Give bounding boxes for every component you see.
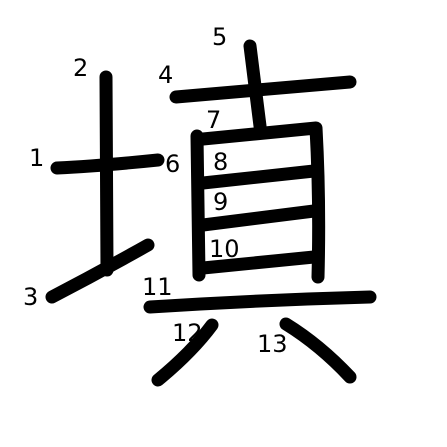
stroke-number-4: 4: [158, 61, 173, 89]
stroke-number-13: 13: [257, 330, 288, 358]
stroke-number-1: 1: [29, 144, 44, 172]
stroke-6: [190, 129, 206, 282]
stroke-number-12: 12: [172, 319, 203, 347]
stroke-13: [279, 317, 357, 384]
stroke-4: [169, 75, 357, 104]
stroke-5: [243, 39, 267, 133]
stroke-11: [143, 290, 377, 314]
stroke-9: [196, 204, 321, 232]
stroke-number-11: 11: [142, 273, 173, 301]
stroke-number-10: 10: [209, 235, 240, 263]
stroke-number-7: 7: [206, 106, 221, 134]
stroke-number-8: 8: [213, 148, 228, 176]
stroke-number-2: 2: [73, 54, 88, 82]
stroke-number-6: 6: [165, 150, 180, 178]
stroke-10: [196, 250, 321, 275]
stroke-12: [151, 318, 219, 387]
stroke-3: [45, 238, 155, 304]
stroke-number-3: 3: [23, 283, 38, 311]
stroke-8: [196, 164, 321, 190]
stroke-2: [99, 70, 114, 277]
stroke-number-5: 5: [212, 23, 227, 51]
stroke-number-9: 9: [213, 188, 228, 216]
